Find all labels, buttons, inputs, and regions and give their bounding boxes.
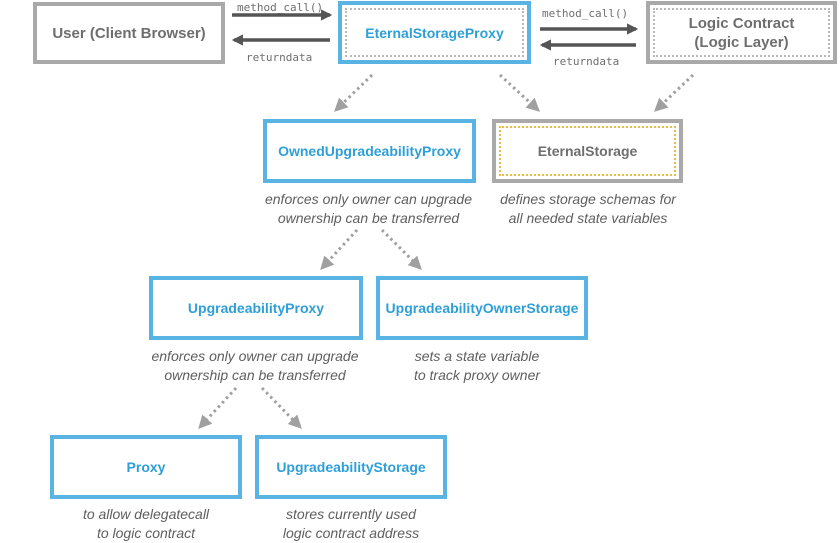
upgradeability-proxy-caption: enforces only owner can upgrade ownershi… bbox=[130, 347, 380, 385]
inherit-arrow-logic-to-es bbox=[654, 73, 695, 112]
eternal-storage-proxy-label: EternalStorageProxy bbox=[365, 24, 504, 41]
proxy-node: Proxy bbox=[50, 435, 242, 499]
upgradeability-owner-storage-caption: sets a state variable to track proxy own… bbox=[370, 347, 584, 385]
caption-line: logic contract address bbox=[282, 525, 420, 541]
user-node: User (Client Browser) bbox=[33, 2, 225, 64]
logic-contract-node: Logic Contract (Logic Layer) bbox=[646, 1, 837, 64]
eternal-storage-caption: defines storage schemas for all needed s… bbox=[477, 190, 699, 228]
caption-line: enforces only owner can upgrade bbox=[151, 348, 359, 364]
upgradeability-owner-storage-label: UpgradeabilityOwnerStorage bbox=[385, 300, 579, 316]
owned-upgradeability-proxy-caption: enforces only owner can upgrade ownershi… bbox=[245, 190, 492, 228]
logic-contract-label-line1: Logic Contract bbox=[688, 14, 795, 32]
inherit-arrow-esp-to-es bbox=[498, 73, 540, 112]
caption-line: enforces only owner can upgrade bbox=[264, 191, 473, 207]
owned-upgradeability-proxy-label: OwnedUpgradeabilityProxy bbox=[278, 143, 461, 159]
user-return-label: returndata bbox=[246, 51, 313, 64]
inherit-arrow-esp-to-oup bbox=[334, 73, 374, 112]
upgradeability-proxy-node: UpgradeabilityProxy bbox=[149, 276, 363, 340]
caption-line: ownership can be transferred bbox=[164, 367, 346, 383]
upgradeability-storage-caption: stores currently used logic contract add… bbox=[250, 505, 452, 543]
caption-line: all needed state variables bbox=[508, 210, 668, 226]
logic-return-label: returndata bbox=[553, 55, 620, 68]
proxy-label: Proxy bbox=[126, 459, 166, 475]
caption-line: stores currently used bbox=[286, 506, 416, 522]
caption-line: defines storage schemas for bbox=[500, 191, 676, 207]
logic-contract-label-line2: (Logic Layer) bbox=[694, 33, 789, 51]
caption-line: ownership can be transferred bbox=[277, 210, 460, 226]
upgradeability-owner-storage-node: UpgradeabilityOwnerStorage bbox=[376, 276, 588, 340]
caption-line: to track proxy owner bbox=[413, 367, 541, 383]
user-node-label: User (Client Browser) bbox=[52, 24, 206, 42]
caption-line: sets a state variable bbox=[414, 348, 540, 364]
inherit-arrow-oup-to-uos bbox=[380, 228, 422, 270]
caption-line: to logic contract bbox=[96, 525, 196, 541]
caption-line: to allow delegatecall bbox=[82, 506, 210, 522]
eternal-storage-node: EternalStorage bbox=[492, 119, 683, 183]
owned-upgradeability-proxy-node: OwnedUpgradeabilityProxy bbox=[263, 119, 476, 183]
inherit-arrow-up-to-proxy bbox=[198, 386, 238, 429]
proxy-caption: to allow delegatecall to logic contract bbox=[46, 505, 246, 543]
eternal-storage-proxy-node: EternalStorageProxy bbox=[338, 1, 531, 64]
inherit-arrow-oup-to-up bbox=[320, 228, 359, 270]
logic-call-label: method_call() bbox=[542, 7, 629, 20]
eternal-storage-label: EternalStorage bbox=[537, 143, 638, 159]
upgradeability-storage-node: UpgradeabilityStorage bbox=[255, 435, 447, 499]
inherit-arrow-up-to-us bbox=[260, 386, 302, 429]
upgradeability-storage-label: UpgradeabilityStorage bbox=[276, 459, 426, 475]
user-call-label: method_call() bbox=[237, 1, 324, 14]
upgradeability-proxy-label: UpgradeabilityProxy bbox=[187, 300, 325, 316]
